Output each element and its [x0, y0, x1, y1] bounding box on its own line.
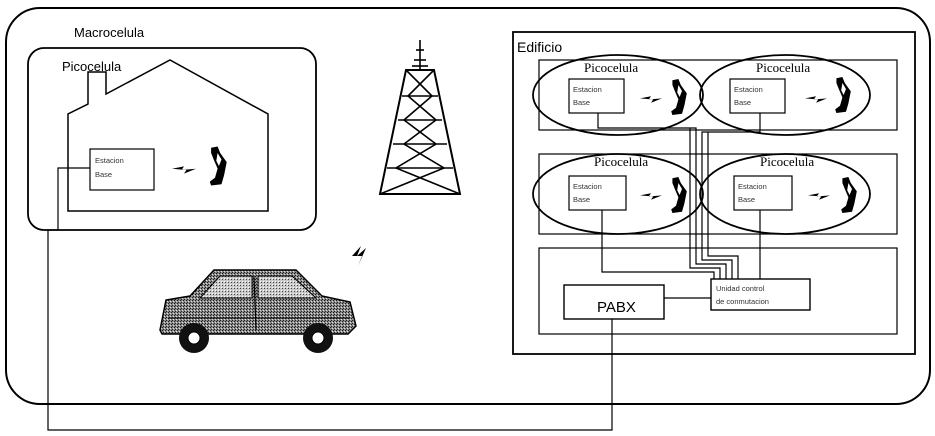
building-picocell-1 [532, 54, 704, 136]
house-base-station-label-1: Estacion [95, 156, 124, 165]
building-base-station-1 [568, 78, 625, 114]
radio-signal-icon [640, 193, 662, 200]
house-base-station [89, 148, 155, 191]
cell-tower-icon [378, 40, 462, 195]
building-base-station-3 [568, 175, 627, 211]
bs2-label-1: Estacion [734, 85, 763, 94]
building-picocell-4 [699, 153, 871, 235]
bs2-label-2: Base [734, 98, 751, 107]
building-picocell-2 [699, 54, 871, 136]
radio-signal-icon [172, 166, 196, 174]
mobile-phone-icon [671, 177, 687, 213]
radio-signal-icon [808, 193, 830, 200]
building-label: Edificio [517, 39, 562, 55]
building-picocell-3-label: Picocelula [594, 154, 648, 169]
bs4-label-2: Base [738, 195, 755, 204]
car-icon [159, 269, 357, 353]
mobile-phone-icon [835, 77, 851, 113]
floor-upper [538, 59, 898, 131]
building-picocell-2-label: Picocelula [756, 60, 810, 75]
house-picocell-boundary [27, 47, 317, 231]
macrocell-label: Macrocelula [74, 25, 145, 40]
radio-signal-icon [640, 96, 662, 103]
building-base-station-2 [729, 78, 786, 114]
floor-lower [538, 247, 898, 335]
house-picocell-label: Picocelula [62, 59, 122, 74]
pabx-label: PABX [597, 299, 636, 316]
radio-signal-icon [805, 96, 827, 103]
house-base-station-label-2: Base [95, 170, 112, 179]
bs3-label-2: Base [573, 195, 590, 204]
bs1-label-2: Base [573, 98, 590, 107]
switching-controller-box [710, 278, 811, 311]
mobile-phone-icon [671, 79, 687, 115]
building-base-station-4 [733, 175, 793, 211]
floor-middle [538, 153, 898, 235]
building-picocell-1-label: Picocelula [584, 60, 638, 75]
house-outline [67, 59, 269, 212]
mobile-phone-icon [209, 146, 227, 186]
bs4-label-1: Estacion [738, 182, 767, 191]
controller-label-2: de conmutacion [716, 297, 769, 306]
mobile-phone-icon [841, 177, 857, 213]
building-boundary [512, 31, 916, 355]
controller-label-1: Unidad control [716, 284, 765, 293]
wiring [47, 113, 761, 431]
building-picocell-4-label: Picocelula [760, 154, 814, 169]
bs1-label-1: Estacion [573, 85, 602, 94]
macrocell-boundary [5, 7, 931, 405]
pabx-box [563, 284, 665, 320]
bs3-label-1: Estacion [573, 182, 602, 191]
lightning-signal-icon [352, 246, 366, 266]
building-picocell-3 [532, 153, 704, 235]
